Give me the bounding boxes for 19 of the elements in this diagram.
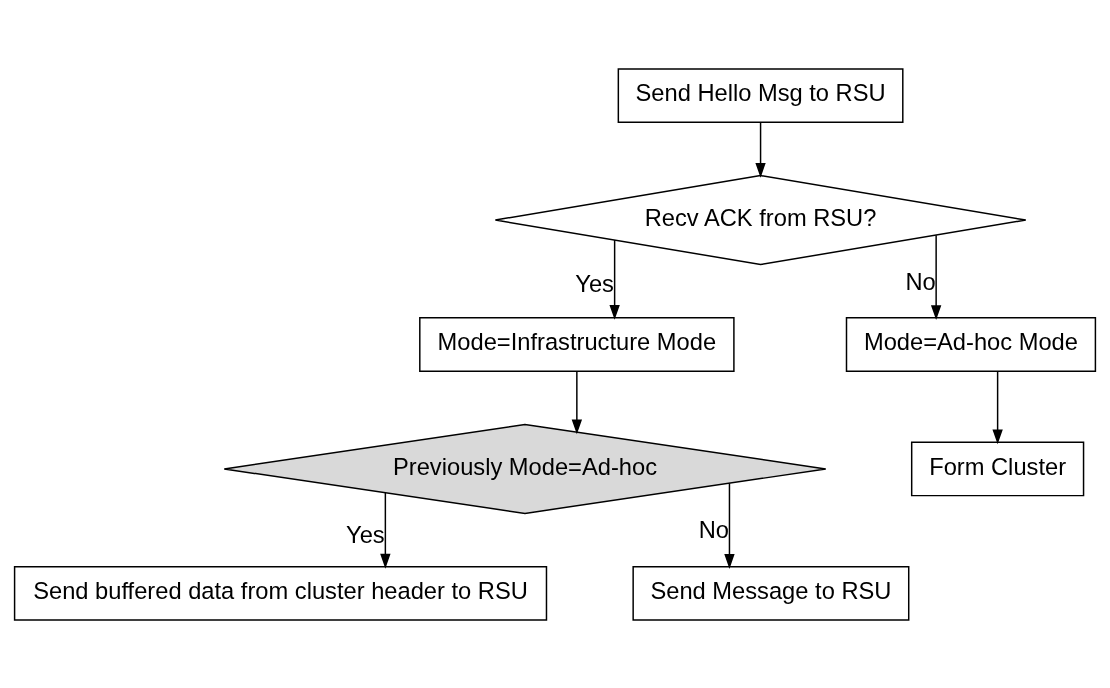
edge-label: Yes [575,270,614,297]
edge-label: No [905,268,936,295]
node-box: Send Message to RSU [632,565,910,621]
arrow [755,121,766,178]
edge-label: No [698,516,730,543]
arrow [571,370,583,434]
arrow [724,482,735,569]
node-diamond: Recv ACK from RSU? [494,174,1027,265]
arrow [609,238,620,320]
arrow [380,491,391,569]
arrow [930,234,942,320]
node-box: Send Hello Msg to RSU [617,67,904,123]
arrow [992,370,1003,444]
node-box: Mode=Ad-hoc Mode [845,316,1097,372]
node-diamond: Previously Mode=Ad-hoc [223,423,827,514]
edge-label: Yes [346,521,385,548]
node-box: Send buffered data from cluster header to RSU [13,565,548,621]
node-box: Form Cluster [910,441,1085,496]
node-box: Mode=Infrastructure Mode [419,316,735,372]
